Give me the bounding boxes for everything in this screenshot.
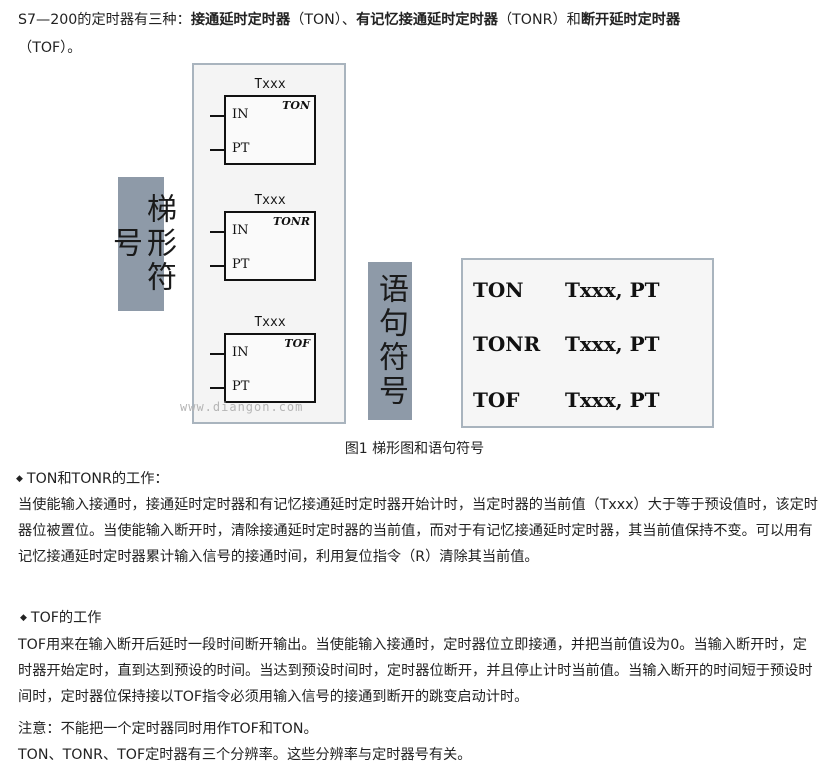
timer-type: TONR <box>273 215 310 228</box>
note-text: 注意：不能把一个定时器同时用作TOF和TON。 <box>18 721 318 737</box>
ladder-frame: Txxx TON IN PT Txxx TONR IN PT Txxx TOF <box>192 63 346 424</box>
timer-name: Txxx <box>254 315 286 330</box>
figure-caption: 图1 梯形图和语句符号 <box>344 441 485 457</box>
section-ton-title-text: TON和TONR的工作： <box>26 471 169 487</box>
timer-type: TON <box>282 99 310 112</box>
pt-lead-line <box>210 265 224 267</box>
statement-op: TOF <box>473 388 520 412</box>
statement-row-tof: TOF Txxx, PT <box>473 388 708 418</box>
pin-pt: PT <box>232 257 250 272</box>
pin-pt: PT <box>232 141 250 156</box>
ladder-block-ton: Txxx TON IN PT <box>194 77 348 187</box>
pin-in: IN <box>232 223 249 238</box>
ladder-block-tof: Txxx TOF IN PT <box>194 315 348 425</box>
pt-lead-line <box>210 387 224 389</box>
timer-box: TONR IN PT <box>224 211 316 281</box>
statement-op: TON <box>473 278 524 302</box>
statement-row-tonr: TONR Txxx, PT <box>473 332 708 362</box>
ton-abbr: （TON）、 <box>290 12 357 28</box>
tonr-abbr: （TONR）和 <box>497 12 581 28</box>
section-ton-title: ◆TON和TONR的工作： <box>16 467 169 491</box>
section-tof-title-text: TOF的工作 <box>30 610 102 626</box>
in-lead-line <box>210 231 224 233</box>
watermark-text: www.diangon.com <box>180 400 304 414</box>
statement-args: Txxx, PT <box>565 278 660 302</box>
section-tof-title: ◆TOF的工作 <box>20 606 101 630</box>
ladder-block-tonr: Txxx TONR IN PT <box>194 193 348 303</box>
pin-pt: PT <box>232 379 250 394</box>
statement-args: Txxx, PT <box>565 388 660 412</box>
tof-abbr: （TOF）。 <box>18 40 82 56</box>
statement-op: TONR <box>473 332 541 356</box>
timer-box: TOF IN PT <box>224 333 316 403</box>
diamond-bullet-icon: ◆ <box>16 474 23 484</box>
timer-name: Txxx <box>254 77 286 92</box>
statement-frame: TON Txxx, PT TONR Txxx, PT TOF Txxx, PT <box>461 258 714 428</box>
ton-name: 接通延时定时器 <box>190 12 291 28</box>
statement-row-ton: TON Txxx, PT <box>473 278 708 308</box>
tonr-name: 有记忆接通延时定时器 <box>356 12 498 28</box>
resolution-text: TON、TONR、TOF定时器有三个分辨率。这些分辨率与定时器号有关。 <box>18 747 472 763</box>
timer-box: TON IN PT <box>224 95 316 165</box>
intro-prefix: S7—200的定时器有三种： <box>18 12 191 28</box>
pin-in: IN <box>232 107 249 122</box>
section-ton-body: 当使能输入接通时，接通延时定时器和有记忆接通延时定时器开始计时，当定时器的当前值… <box>18 497 818 565</box>
figure-ladder-and-statement: 梯形符号 Txxx TON IN PT Txxx TONR IN PT Txxx <box>107 63 714 457</box>
timer-name: Txxx <box>254 193 286 208</box>
in-lead-line <box>210 353 224 355</box>
pt-lead-line <box>210 149 224 151</box>
intro-paragraph: S7—200的定时器有三种：接通延时定时器（TON）、有记忆接通延时定时器（TO… <box>18 6 818 62</box>
timer-type: TOF <box>284 337 310 350</box>
in-lead-line <box>210 115 224 117</box>
statement-symbol-label: 语句符号 <box>368 262 412 420</box>
tof-name: 断开延时定时器 <box>580 12 681 28</box>
pin-in: IN <box>232 345 249 360</box>
diamond-bullet-icon: ◆ <box>20 613 27 623</box>
statement-args: Txxx, PT <box>565 332 660 356</box>
ladder-symbol-label: 梯形符号 <box>107 177 176 311</box>
section-tof-body: TOF用来在输入断开后延时一段时间断开输出。当使能输入接通时，定时器位立即接通，… <box>18 637 813 705</box>
